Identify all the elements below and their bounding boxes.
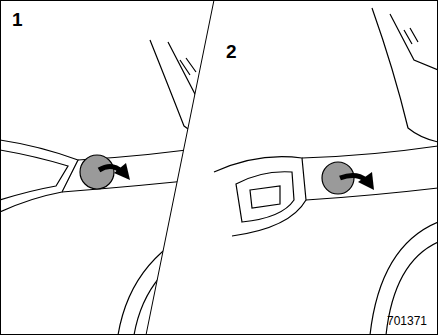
body-crease <box>302 146 438 158</box>
tail-light <box>0 140 78 212</box>
arrow-head <box>114 163 130 180</box>
panel-one-drawing <box>0 40 214 335</box>
wheel-arch-inner <box>134 240 214 335</box>
fuel-lid <box>80 155 114 189</box>
wheel-arch <box>118 222 214 335</box>
wheel-arch-inner <box>386 242 438 335</box>
panel-number: 1 <box>12 10 23 29</box>
tail-light-inner <box>0 150 68 200</box>
tail-light <box>214 157 306 236</box>
tail-light-inner <box>236 172 294 222</box>
rear-pillar <box>150 40 214 140</box>
window-edge <box>168 42 214 106</box>
panel-number: 2 <box>226 42 237 61</box>
arrow-head <box>358 172 374 190</box>
tail-light-lens <box>250 186 280 208</box>
rear-pillar <box>372 8 438 142</box>
figure-code: 701371 <box>387 315 427 327</box>
window-detail <box>180 58 196 75</box>
panel-two-drawing <box>214 8 438 335</box>
window-detail <box>404 28 418 44</box>
panel-divider <box>146 0 214 335</box>
wheel-arch <box>370 222 438 335</box>
window-edge <box>390 14 438 70</box>
body-line <box>306 188 438 200</box>
